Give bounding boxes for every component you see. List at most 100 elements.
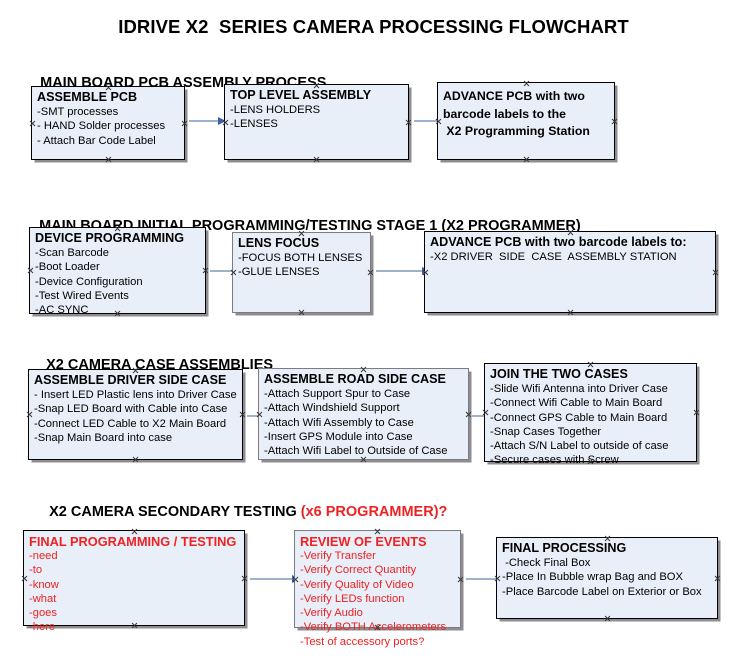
connector-arrow: [189, 116, 226, 125]
process-box-final-programming-testing[interactable]: FINAL PROGRAMMING / TESTING -need -to -k…: [21, 530, 248, 633]
box-line: -Verify Quality of Video: [300, 578, 414, 591]
process-box-device-programming[interactable]: DEVICE PROGRAMMING -Scan Barcode -Boot L…: [27, 227, 209, 317]
connector-arrow: [250, 574, 300, 583]
box-title: DEVICE PROGRAMMING: [35, 231, 185, 245]
box-title: REVIEW OF EVENTS: [300, 534, 427, 549]
box-line: -need: [29, 550, 58, 562]
box-line: -Scan Barcode: [35, 247, 110, 259]
box-line: -what: [29, 592, 57, 605]
box-line: -Place Barcode Label on Exterior or Box: [502, 585, 702, 598]
vertex-handle-left: [26, 411, 33, 418]
box-line: -Test Wired Events: [35, 289, 129, 302]
vertex-handle-bottom: [298, 309, 305, 316]
vertex-handle-bottom: [567, 309, 574, 316]
vertex-handle-right: [181, 120, 188, 127]
vertex-handle-left: [29, 120, 36, 127]
box-line: -FOCUS BOTH LENSES: [238, 252, 363, 264]
connector-arrow: [210, 266, 241, 275]
section-heading-4-accent: (x6 PROGRAMMER)?: [300, 504, 448, 520]
vertex-handle-bottom: [604, 615, 611, 622]
box-line: -Attach S/N Label to outside of case: [490, 440, 669, 453]
vertex-handle-right: [465, 411, 472, 418]
vertex-handle-right: [239, 411, 246, 418]
box-line: X2 Programming Station: [443, 124, 590, 138]
box-line: - Attach Bar Code Label: [37, 134, 156, 147]
connector-arrow: [376, 266, 430, 275]
vertex-handle-left: [21, 575, 28, 582]
box-line: -Snap Main Board into case: [34, 431, 173, 444]
box-line: -here: [29, 621, 56, 634]
process-box-top-level-assembly[interactable]: TOP LEVEL ASSEMBLY -LENS HOLDERS -LENSES: [224, 84, 409, 160]
vertex-handle-bottom: [523, 156, 530, 163]
vertex-handle-bottom: [313, 156, 320, 163]
process-box-final-processing[interactable]: FINAL PROCESSING -Check Final Box -Place…: [496, 537, 718, 619]
box-line: - Insert LED Plastic lens into Driver Ca…: [34, 389, 237, 401]
box-line: -Attach Wifi Label to Outside of Case: [264, 445, 448, 458]
box-line: -Slide Wifi Antenna into Driver Case: [490, 383, 668, 395]
box-line: -Verify LEDs function: [300, 592, 405, 605]
vertex-handle-right: [712, 269, 719, 276]
box-line: -Snap LED Board with Cable into Case: [34, 403, 228, 416]
box-line: -Check Final Box: [502, 557, 591, 569]
vertex-handle-bottom: [132, 456, 139, 463]
box-title: TOP LEVEL ASSEMBLY: [230, 88, 372, 102]
process-box-advance-pcb-driver-side[interactable]: ADVANCE PCB with two barcode labels to: …: [424, 231, 716, 313]
vertex-handle-right: [241, 575, 248, 582]
box-line: -to: [29, 564, 43, 577]
vertex-handle-right: [367, 269, 374, 276]
box-line: -Connect Wifi Cable to Main Board: [490, 397, 663, 410]
vertex-handle-right: [693, 409, 700, 416]
box-line: ADVANCE PCB with two: [443, 89, 585, 103]
box-line: barcode labels to the: [443, 106, 566, 121]
vertex-handle-right: [714, 575, 721, 582]
vertex-handle-right: [202, 267, 209, 274]
vertex-handle-right: [457, 576, 464, 583]
process-box-assemble-pcb[interactable]: ASSEMBLE PCB -SMT processes - HAND Solde…: [31, 86, 185, 160]
connector-arrow: [466, 574, 505, 583]
box-line: -Snap Cases Together: [490, 425, 602, 438]
process-box-join-the-two-cases[interactable]: JOIN THE TWO CASES -Slide Wifi Antenna i…: [484, 363, 700, 466]
box-title: ASSEMBLE PCB: [37, 90, 138, 104]
box-line: -Verify BOTH Accelerometers: [300, 621, 447, 634]
box-line: -X2 DRIVER SIDE CASE ASSEMBLY STATION: [430, 251, 677, 263]
box-line: -Attach Wifi Assembly to Case: [264, 416, 414, 429]
box-line: -Device Configuration: [35, 275, 143, 288]
box-line: -Boot Loader: [35, 261, 100, 274]
box-line: -SMT processes: [37, 106, 119, 118]
box-title: JOIN THE TWO CASES: [490, 367, 628, 381]
process-box-assemble-driver-side-case[interactable]: ASSEMBLE DRIVER SIDE CASE - Insert LED P…: [28, 369, 243, 460]
section-heading-4: X2 CAMERA SECONDARY TESTING (x6 PROGRAMM…: [33, 488, 447, 536]
process-box-advance-pcb-programming-station[interactable]: ADVANCE PCB with two barcode labels to t…: [437, 82, 615, 160]
box-line: -Connect LED Cable to X2 Main Board: [34, 417, 227, 430]
box-line: -LENS HOLDERS: [230, 104, 321, 116]
box-title: FINAL PROGRAMMING / TESTING: [29, 534, 237, 549]
process-box-assemble-road-side-case[interactable]: ASSEMBLE ROAD SIDE CASE -Attach Support …: [258, 368, 469, 460]
box-line: -Verify Correct Quantity: [300, 564, 417, 577]
box-title: ADVANCE PCB with two barcode labels to:: [430, 235, 687, 249]
vertex-handle-top: [523, 80, 530, 87]
vertex-handle-bottom: [105, 156, 112, 163]
box-title: LENS FOCUS: [238, 236, 320, 250]
process-box-review-of-events[interactable]: REVIEW OF EVENTS -Verify Transfer -Verif…: [294, 530, 464, 648]
box-line: -Place In Bubble wrap Bag and BOX: [502, 571, 683, 584]
section-heading-4-text: X2 CAMERA SECONDARY TESTING: [49, 504, 301, 520]
box-line: - HAND Solder processes: [37, 120, 166, 133]
box-line: -Verify Audio: [300, 607, 363, 620]
box-line: -know: [29, 578, 59, 591]
box-line: -goes: [29, 607, 57, 620]
box-line: -Attach Support Spur to Case: [264, 388, 411, 400]
box-title: ASSEMBLE DRIVER SIDE CASE: [34, 373, 227, 387]
vertex-handle-right: [611, 118, 618, 125]
process-box-lens-focus[interactable]: LENS FOCUS -FOCUS BOTH LENSES -GLUE LENS…: [232, 232, 371, 313]
box-line: -Insert GPS Module into Case: [264, 430, 413, 443]
page-title: IDRIVE X2 SERIES CAMERA PROCESSING FLOWC…: [118, 16, 629, 37]
box-line: -GLUE LENSES: [238, 266, 320, 279]
vertex-handle-right: [405, 119, 412, 126]
vertex-handle-left: [27, 267, 34, 274]
box-line: -Attach Windshield Support: [264, 402, 400, 415]
box-line: -AC SYNC: [35, 304, 89, 317]
box-line: -Verify Transfer: [300, 550, 376, 562]
box-line: -LENSES: [230, 118, 278, 131]
box-title: ASSEMBLE ROAD SIDE CASE: [264, 372, 446, 386]
